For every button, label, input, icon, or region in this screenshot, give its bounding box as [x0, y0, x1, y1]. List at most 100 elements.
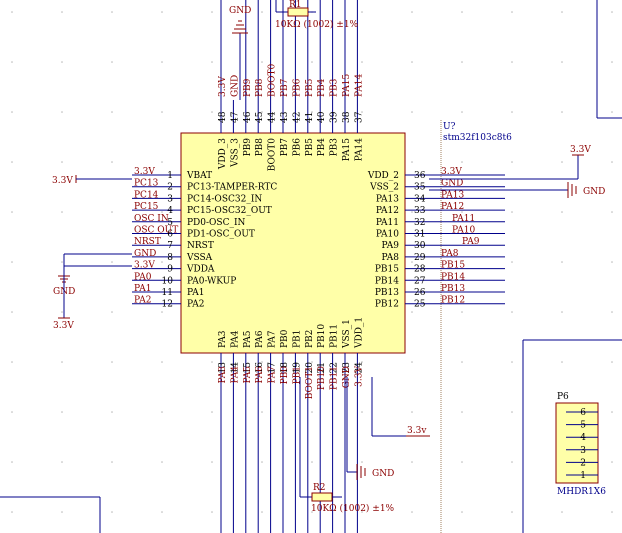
grid-dot	[461, 161, 463, 163]
pin-1-name: VBAT	[186, 171, 212, 181]
grid-dot	[211, 511, 213, 513]
pin-47-number: 47	[230, 111, 240, 123]
grid-dot	[11, 411, 13, 413]
top-gnd-power: GND	[229, 6, 251, 100]
pin-42-name: PB6	[292, 138, 302, 157]
grid-dot	[611, 411, 613, 413]
grid-dot	[411, 461, 413, 463]
pin-40-name: PB4	[317, 138, 327, 157]
pin-4-number: 4	[167, 206, 173, 216]
pin-33-number: 33	[414, 206, 426, 216]
grid-dot	[11, 161, 13, 163]
resistor-r2[interactable]: R2 10KΩ (1002) ±1%	[299, 377, 395, 514]
net-label-34: PA13	[441, 190, 464, 200]
grid-dot	[261, 361, 263, 363]
grid-dot	[511, 411, 513, 413]
bottom-vdd-power-label: 3.3v	[407, 426, 427, 436]
pin-48-name: VDD_3	[218, 138, 228, 170]
net-label-15: PA5	[243, 366, 253, 384]
pin-13-name: PA3	[218, 330, 228, 348]
pin-15-number: 15	[243, 362, 253, 374]
grid-dot	[411, 361, 413, 363]
header-pin-6-number: 6	[580, 408, 586, 418]
grid-dot	[311, 411, 313, 413]
pin-22-number: 22	[330, 362, 340, 373]
net-label-22: PB11	[330, 366, 340, 390]
grid-dot	[611, 261, 613, 263]
grid-dot	[561, 361, 563, 363]
grid-dot	[611, 11, 613, 13]
bottom-vdd-power: 3.3v	[371, 377, 430, 437]
grid-dot	[611, 61, 613, 63]
pin-2-name: PC13-TAMPER-RTC	[187, 183, 277, 193]
resistor-r1[interactable]: R1 10KΩ (1002) ±1%	[275, 0, 359, 30]
net-label-6: OSC OUT	[134, 226, 178, 236]
left-vbat-power-label: 3.3V	[52, 176, 73, 186]
net-label-18: PB0	[280, 366, 290, 385]
grid-dot	[161, 411, 163, 413]
net-label-12: PA2	[134, 296, 151, 306]
grid-dot	[461, 11, 463, 13]
right-gnd-power: GND	[429, 182, 605, 198]
net-label-43: PB7	[280, 78, 290, 97]
pin-6-name: PD1-OSC_OUT	[187, 230, 255, 240]
grid-dot	[11, 461, 13, 463]
grid-dot	[261, 511, 263, 513]
grid-dot	[311, 461, 313, 463]
pin-21-name: PB10	[317, 324, 327, 348]
resistor-r1-ref: R1	[289, 0, 302, 10]
grid-dot	[61, 61, 63, 63]
pin-47-name: VSS_3	[230, 138, 240, 168]
pin-26-name: PB13	[375, 288, 399, 298]
pin-14-name: PA4	[230, 330, 240, 348]
pin-35-number: 35	[414, 183, 426, 193]
pin-45-name: PB8	[255, 138, 265, 157]
net-label-16: PA6	[255, 366, 265, 384]
pin-23-name: VSS_1	[342, 319, 352, 349]
grid-dot	[411, 211, 413, 213]
bottom-gnd-power: GND	[346, 377, 394, 480]
pin-32-number: 32	[414, 218, 425, 228]
grid-dot	[11, 361, 13, 363]
pin-37-number: 37	[354, 111, 364, 123]
pin-21-number: 21	[317, 362, 327, 373]
pin-46-number: 46	[243, 111, 253, 123]
pin-19-name: PB1	[292, 330, 302, 348]
right-vdd-power-label: 3.3V	[570, 145, 591, 155]
grid-dot	[111, 161, 113, 163]
top-gnd-label: GND	[229, 6, 251, 16]
grid-dot	[461, 311, 463, 313]
pin-3-number: 3	[167, 194, 173, 204]
net-label-13: PA3	[218, 366, 228, 384]
grid-dot	[461, 211, 463, 213]
net-label-5: OSC IN	[134, 214, 169, 224]
grid-dot	[611, 461, 613, 463]
grid-dot	[361, 361, 363, 363]
net-label-14: PA4	[230, 366, 240, 384]
grid-dot	[61, 161, 63, 163]
net-label-11: PA1	[134, 284, 151, 294]
mcu-body[interactable]	[180, 132, 406, 354]
grid-dot	[561, 311, 563, 313]
pin-9-name: VDDA	[186, 265, 215, 275]
net-label-19: PB1	[292, 366, 302, 384]
grid-dot	[361, 11, 363, 13]
grid-dot	[61, 511, 63, 513]
pin-12-number: 12	[162, 300, 173, 310]
pin-34-number: 34	[414, 194, 426, 204]
net-label-17: PA7	[268, 366, 278, 384]
grid-dot	[461, 111, 463, 113]
left-gnd-vdda-power: GND 3.3V	[53, 253, 132, 331]
grid-dot	[361, 511, 363, 513]
net-label-41: PB5	[305, 78, 315, 97]
net-label-20: BOOT1	[305, 366, 315, 399]
pin-8-number: 8	[167, 253, 173, 263]
pin-24-name: VDD_1	[354, 317, 364, 349]
net-label-36: 3.3V	[441, 167, 462, 177]
grid-dot	[161, 111, 163, 113]
net-label-46: PB9	[243, 78, 253, 97]
grid-dot	[411, 511, 413, 513]
grid-dot	[461, 461, 463, 463]
grid-dot	[611, 311, 613, 313]
